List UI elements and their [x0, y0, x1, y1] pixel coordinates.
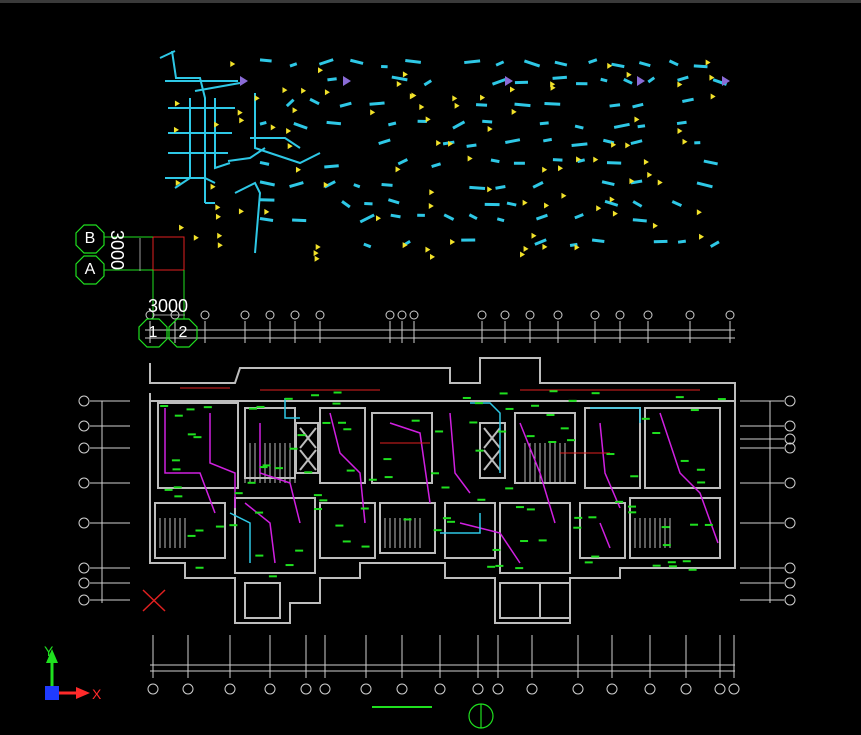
grid-bubble-2: 2 [170, 320, 196, 346]
north-arrow-icon [469, 704, 493, 728]
grid-bubble-1: 1 [140, 320, 166, 346]
riser-purple-marks [240, 76, 730, 86]
grid-bubble-b: B [77, 226, 103, 252]
bottom-dimension-strip [148, 635, 739, 694]
top-dimension-strip [145, 311, 735, 343]
right-axis-bubbles [740, 396, 795, 605]
ucs-x-label: X [92, 686, 101, 702]
stair-hatches [155, 443, 670, 548]
ucs-y-label: Y [44, 643, 53, 659]
red-x-marker-icon [143, 590, 165, 611]
wiring-red [180, 388, 700, 453]
drawing-canvas[interactable] [0, 3, 861, 735]
left-axis-bubbles [79, 396, 130, 605]
floor-plan-walls [150, 358, 735, 623]
riser-dash-rows [260, 60, 727, 247]
grid-bubble-a: A [77, 257, 103, 283]
dimension-horizontal-text: 3000 [148, 296, 188, 317]
dimension-vertical-text: 3000 [106, 230, 127, 270]
riser-yellow-marks [174, 60, 716, 262]
